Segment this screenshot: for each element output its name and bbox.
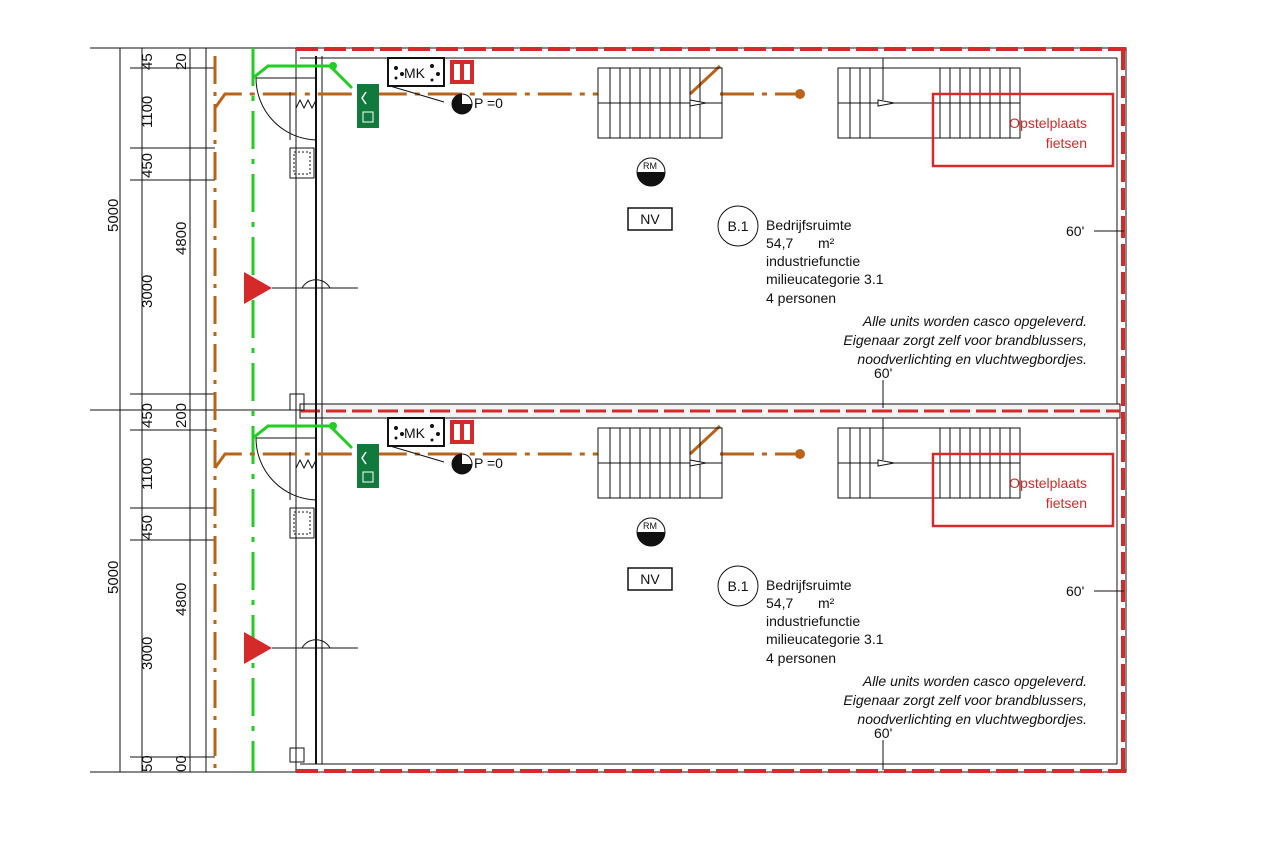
bike-label-line1: Opstelplaats [1009,115,1087,131]
room-id: B.1 [727,578,748,594]
dim-small-200: 200 [173,403,190,428]
fire-rating-right: 60' [1066,583,1084,599]
rm-label: RM [643,521,657,531]
dim-seg-45: 45 [139,53,156,70]
dim-seg-1100-b: 1100 [139,458,156,490]
bike-label-line1: Opstelplaats [1009,475,1087,491]
dim-small-00: 00 [173,755,190,772]
room-name: Bedrijfsruimte [766,577,852,593]
dimension-lines [90,47,300,773]
room-persons: 4 personen [766,290,836,306]
fire-rating-bottom: 60' [874,365,892,381]
dim-small-20: 20 [173,53,190,70]
mk-label: MK [404,65,426,81]
stair-right [837,58,1021,139]
room-area-unit: m² [818,595,835,611]
room-function: industriefunctie [766,613,860,629]
mk-panel-icon [387,417,445,447]
room-function: industriefunctie [766,253,860,269]
pressure-label: P =0 [474,455,503,471]
room-id-circle [717,565,759,607]
bike-parking-box [931,452,1115,528]
exit-sign-icon [357,84,379,128]
room-id: B.1 [727,218,748,234]
note-line3: noodverlichting en vluchtwegbordjes. [857,351,1087,367]
bike-label-line2: fietsen [1046,135,1087,151]
stair-left [597,427,723,499]
dim-outer-top: 5000 [105,199,122,232]
dim-seg-450-c: 450 [139,515,156,540]
dim-outer-bottom: 5000 [105,561,122,594]
dim-inner-bottom: 4800 [173,583,190,616]
room-id-circle [717,205,759,247]
dim-seg-3000-a: 3000 [139,275,156,308]
note-line1: Alle units worden casco opgeleverd. [862,673,1087,689]
room-area-unit: m² [818,235,835,251]
dim-seg-450-b: 450 [139,403,156,428]
unit-2: MK P =0 [213,417,1124,770]
exit-sign-icon [357,444,379,488]
fire-rating-bottom: 60' [874,725,892,741]
room-category: milieucategorie 3.1 [766,631,884,647]
stair-left [597,67,723,139]
room-name: Bedrijfsruimte [766,217,852,233]
mk-label: MK [404,425,426,441]
dim-seg-50: 50 [139,755,156,772]
dim-inner-top: 4800 [173,222,190,255]
pressure-label: P =0 [474,95,503,111]
room-area-value: 54,7 [766,235,793,251]
dim-seg-1100-a: 1100 [139,96,156,128]
stair-right [837,418,1021,499]
dim-seg-450-a: 450 [139,153,156,178]
room-persons: 4 personen [766,650,836,666]
note-line3: noodverlichting en vluchtwegbordjes. [857,711,1087,727]
fire-rating-right: 60' [1066,223,1084,239]
note-line2: Eigenaar zorgt zelf voor brandblussers, [843,332,1087,348]
rm-label: RM [643,161,657,171]
fire-hose-icon [450,420,474,444]
bike-label-line2: fietsen [1046,495,1087,511]
room-area-value: 54,7 [766,595,793,611]
dimension-labels: 5000 5000 4800 4800 45 1100 450 3000 450… [105,53,190,772]
room-category: milieucategorie 3.1 [766,271,884,287]
note-line2: Eigenaar zorgt zelf voor brandblussers, [843,692,1087,708]
nv-box [627,207,673,231]
unit-1: MK P =0 [213,57,1124,411]
nv-label: NV [640,211,660,227]
nv-box [627,567,673,591]
nv-label: NV [640,571,660,587]
mk-panel-icon [387,57,445,87]
fire-hose-icon [450,60,474,84]
bike-parking-box [931,92,1115,168]
building-walls [295,47,1127,773]
dim-seg-3000-b: 3000 [139,637,156,670]
note-line1: Alle units worden casco opgeleverd. [862,313,1087,329]
